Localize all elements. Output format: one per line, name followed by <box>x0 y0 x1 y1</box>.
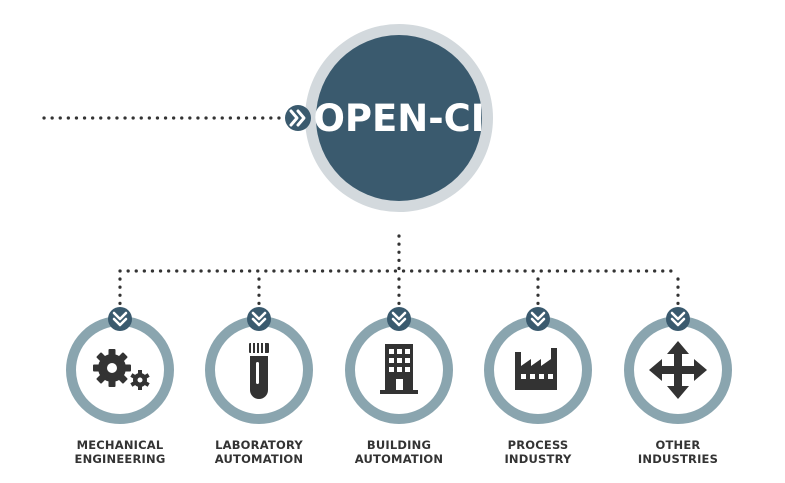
label-line-2: AUTOMATION <box>354 452 444 466</box>
label-line-1: BUILDING <box>366 438 432 452</box>
four-way-arrows-icon <box>649 341 707 399</box>
label-line-2: AUTOMATION <box>214 452 304 466</box>
industry-label-5: OTHER INDUSTRIES <box>603 438 753 466</box>
label-line-2: INDUSTRIES <box>637 452 719 466</box>
double-chevron-down-icon <box>108 307 132 331</box>
industry-label-2: LABORATORY AUTOMATION <box>184 438 334 466</box>
connector-lines <box>42 116 680 307</box>
industry-node-1 <box>66 307 174 424</box>
double-chevron-right-icon <box>285 105 311 131</box>
industry-label-4: PROCESS INDUSTRY <box>463 438 613 466</box>
industry-node-3 <box>345 307 453 424</box>
industry-node-2 <box>205 307 313 424</box>
test-tube-icon <box>249 343 269 399</box>
label-line-1: OTHER <box>655 438 701 452</box>
industry-node-4 <box>484 307 592 424</box>
industry-node-5 <box>624 307 732 424</box>
label-line-1: MECHANICAL <box>76 438 164 452</box>
hub-circle <box>316 35 482 201</box>
double-chevron-down-icon <box>247 307 271 331</box>
label-line-1: PROCESS <box>507 438 569 452</box>
double-chevron-down-icon <box>666 307 690 331</box>
industry-label-1: MECHANICAL ENGINEERING <box>45 438 195 466</box>
double-chevron-down-icon <box>387 307 411 331</box>
factory-icon <box>515 348 557 390</box>
industry-label-3: BUILDING AUTOMATION <box>324 438 474 466</box>
hub: OPEN-CI <box>285 24 493 212</box>
double-chevron-down-icon <box>526 307 550 331</box>
building-icon <box>380 344 418 394</box>
label-line-2: ENGINEERING <box>74 452 166 466</box>
hub-title: OPEN-CI <box>313 97 484 140</box>
gears-icon <box>93 349 150 390</box>
label-line-1: LABORATORY <box>215 438 303 452</box>
label-line-2: INDUSTRY <box>504 452 572 466</box>
